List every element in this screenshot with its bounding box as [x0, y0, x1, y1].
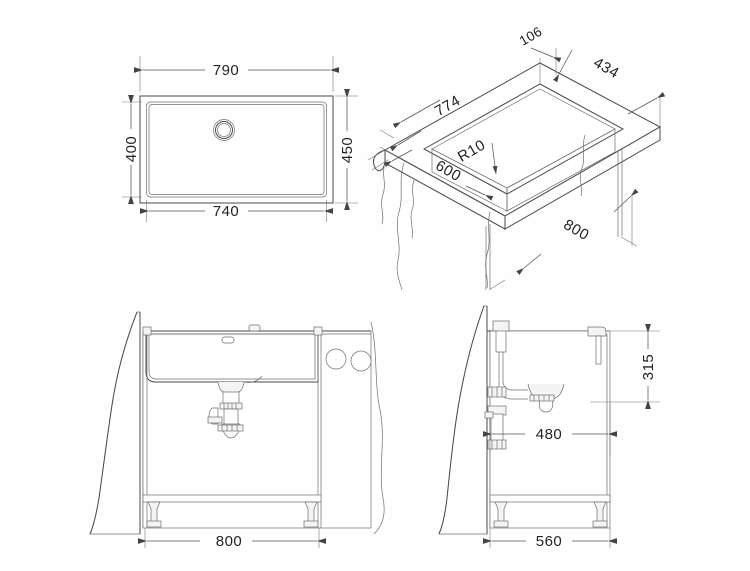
iso-ext-800-right	[620, 236, 638, 247]
view-front-elevation: 800	[89, 311, 385, 550]
front-waste-collar	[219, 402, 243, 410]
front-trap-band	[217, 424, 244, 432]
front-overflow-slot	[221, 336, 235, 344]
side-foot-left-pad	[493, 520, 509, 528]
iso-worktop-front-break	[381, 162, 386, 225]
front-tap-fitting	[248, 324, 261, 332]
side-brick-wall	[438, 305, 488, 535]
side-dim-480-label: 480	[536, 426, 563, 443]
side-bottom-shelf	[489, 494, 611, 503]
iso-worktop-corner-round	[373, 150, 385, 171]
iso-dimline-774-b	[389, 130, 422, 152]
iso-dimline-434-b	[627, 91, 666, 115]
iso-worktop-top-face	[385, 63, 660, 216]
side-tap-body	[587, 326, 607, 337]
side-wall-break-line	[439, 306, 484, 534]
iso-dimline-600-b	[465, 185, 494, 201]
side-foot-right-pad	[592, 520, 608, 528]
front-brick-wall	[89, 311, 141, 535]
iso-cabinet-break-left	[396, 162, 405, 291]
front-waste-body	[222, 391, 240, 405]
iso-cutout-outer	[424, 84, 623, 194]
front-left-post-cap	[142, 326, 152, 336]
front-right-break-line	[370, 321, 385, 535]
front-sink-bowl	[146, 331, 318, 382]
iso-dimline-800-a	[613, 188, 639, 213]
iso-worktop-front-edge	[505, 127, 660, 229]
iso-dimline-800-b	[516, 253, 542, 276]
front-knob-right[interactable]	[350, 350, 372, 372]
side-standpipe-cap	[492, 320, 510, 332]
plan-dim-790-label: 790	[213, 62, 240, 79]
iso-cabinet-break-mid	[485, 211, 491, 289]
iso-ext-774-top	[379, 129, 395, 139]
view-plan: 790 740 400 450	[122, 56, 358, 222]
front-waste-pipe-curve	[243, 375, 263, 383]
front-right-post-cap	[313, 326, 323, 336]
plan-dim-450-label: 450	[339, 137, 356, 164]
front-trap-nut	[207, 416, 223, 424]
plan-bowl-floor	[148, 104, 325, 195]
view-side-elevation: 315 480 560	[438, 305, 660, 550]
side-tap-spout	[595, 335, 602, 365]
side-wall-stub	[484, 411, 494, 419]
drain-opening-inner	[217, 123, 231, 137]
front-foot-right-pad	[303, 520, 319, 528]
iso-cabinet-break-right	[580, 134, 586, 197]
iso-ext-600-a	[367, 149, 386, 161]
view-isometric: 774 106 434 600 R10	[367, 24, 666, 291]
side-waste-collar	[529, 394, 555, 402]
iso-dimline-106	[530, 47, 562, 63]
side-dim-315-label: 315	[640, 354, 657, 381]
side-standpipe-top	[495, 329, 507, 353]
front-trap-body	[223, 408, 239, 426]
iso-dim-800-label: 800	[561, 216, 592, 244]
iso-dimline-774-a	[392, 99, 441, 129]
iso-ext-774-mid	[379, 146, 399, 158]
drain-opening-mid	[216, 122, 233, 139]
front-bottom-shelf	[142, 494, 322, 503]
iso-dimline-600-a	[383, 149, 413, 168]
drain-opening-outer	[213, 119, 235, 141]
front-wall-break-line	[90, 312, 137, 534]
side-waste-bowl	[538, 398, 554, 413]
plan-dim-740-label: 740	[213, 203, 240, 220]
iso-worktop-front-break-b	[410, 179, 415, 239]
side-valve-barrel	[490, 413, 504, 445]
iso-dim-434-label: 434	[591, 54, 622, 82]
front-sink-bowl-inner	[148, 333, 316, 380]
front-dim-800-label: 800	[216, 533, 243, 550]
front-foot-left-pad	[146, 520, 162, 528]
iso-r10-leader	[491, 142, 498, 175]
plan-dim-400-label: 400	[123, 136, 140, 163]
iso-dim-106-label: 106	[517, 24, 545, 49]
iso-ext-800-left	[488, 279, 506, 291]
iso-dimline-434-a	[552, 49, 573, 83]
side-dim-560-label: 560	[536, 533, 563, 550]
front-knob-left[interactable]	[325, 348, 347, 370]
